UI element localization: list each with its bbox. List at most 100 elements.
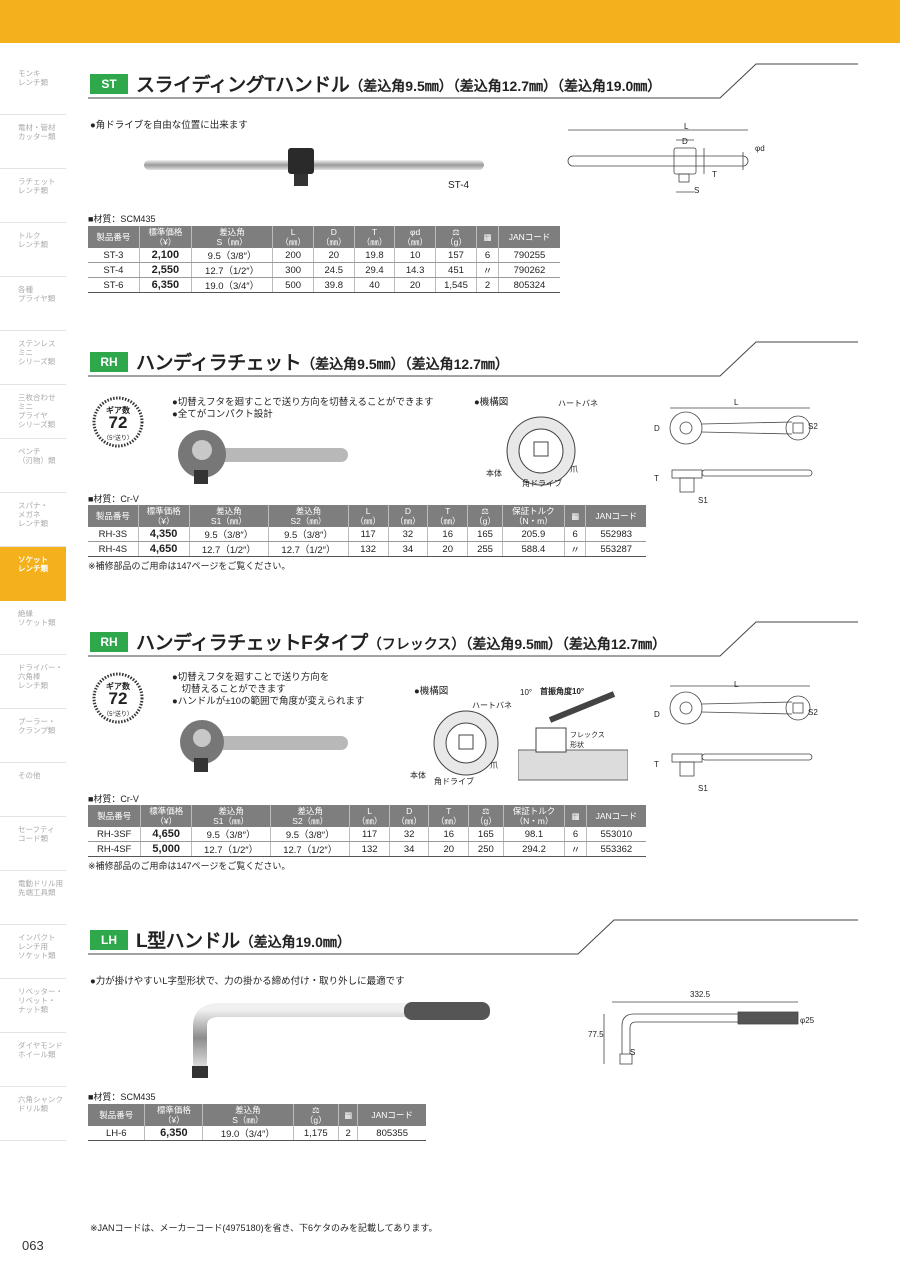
column-header: T （㎜）	[428, 805, 470, 827]
sidebar-item[interactable]: ソケット レンチ類	[0, 547, 66, 601]
label-drive: 角ドライブ	[434, 777, 474, 786]
title-main: ハンディラチェットFタイプ	[136, 633, 368, 654]
sidebar-item[interactable]: リベッター・ リベット・ ナット類	[0, 979, 66, 1033]
title-sub: （差込角9.5㎜）（差込角12.7㎜）	[301, 356, 509, 372]
label-drive: 角ドライブ	[522, 479, 562, 488]
column-header: L （㎜）	[349, 805, 390, 827]
sidebar-item[interactable]: モンキ レンチ類	[0, 61, 66, 115]
column-header: 差込角 S（㎜）	[202, 1104, 294, 1126]
table-cell: 1,545	[435, 277, 477, 293]
sidebar-item[interactable]: 電動ドリル用 先端工具類	[0, 871, 66, 925]
table-cell: 19.0（3/4″）	[202, 1126, 294, 1141]
mechanism-diagram	[433, 710, 499, 776]
label-swing-angle: 首振角度10°	[540, 687, 585, 696]
table-cell: 24.5	[313, 262, 355, 278]
table-cell: 29.4	[354, 262, 396, 278]
sidebar-item[interactable]: トルク レンチ類	[0, 223, 66, 277]
column-header: 標準価格 （¥）	[139, 226, 192, 248]
table-cell: 9.5（3/8″）	[189, 527, 270, 542]
t-handle-photo	[144, 148, 484, 186]
sidebar-item[interactable]: インパクト レンチ用 ソケット類	[0, 925, 66, 979]
category-sidebar: モンキ レンチ類電材・管材 カッター類ラチェット レンチ類トルク レンチ類各種 …	[0, 43, 66, 1272]
dim-D: D	[682, 137, 688, 146]
column-header: φd （㎜）	[394, 226, 436, 248]
section-badge: RH	[90, 632, 128, 652]
column-header: T （㎜）	[354, 226, 396, 248]
column-header: D （㎜）	[389, 805, 430, 827]
column-header: L （㎜）	[272, 226, 314, 248]
sidebar-item[interactable]: プーラー・ クランプ類	[0, 709, 66, 763]
sidebar-item[interactable]: スパナ・ メガネ レンチ類	[0, 493, 66, 547]
gear-label: ギア数	[106, 682, 130, 691]
label-claw: 爪	[490, 761, 498, 770]
column-header: 製品番号	[88, 505, 139, 527]
column-header: 製品番号	[88, 805, 142, 827]
table-cell: 20	[394, 277, 436, 293]
section-rh: RH ハンディラチェット（差込角9.5㎜）（差込角12.7㎜） ギア数 72 （…	[88, 340, 858, 590]
gear-count-badge: ギア数 72 （5°送り）	[92, 396, 144, 448]
column-header: 差込角 S2（㎜）	[268, 505, 349, 527]
table-cell: 12.7（1/2″）	[191, 262, 274, 278]
sidebar-item[interactable]: セーフティ コード類	[0, 817, 66, 871]
header-rule	[88, 621, 858, 657]
column-header: ▦	[338, 1104, 359, 1126]
price-cell: 2,100	[139, 248, 192, 263]
sidebar-item[interactable]: 各種 プライヤ類	[0, 277, 66, 331]
sidebar-item[interactable]: 六角シャンク ドリル類	[0, 1087, 66, 1141]
sidebar-item[interactable]: ステンレス ミニ シリーズ類	[0, 331, 66, 385]
dim-height: 77.5	[588, 1030, 604, 1039]
flex-ratchet-photo	[180, 720, 348, 772]
mechanism-title: ●機構図	[474, 397, 509, 408]
table-cell: 39.8	[313, 277, 355, 293]
sidebar-item[interactable]: ラチェット レンチ類	[0, 169, 66, 223]
table-cell: 9.5（3/8″）	[191, 248, 274, 263]
sidebar-item[interactable]: ダイヤモンド ホイール類	[0, 1033, 66, 1087]
footnote: ※JANコードは、メーカーコード(4975180)を省き、下6ケタのみを記載して…	[90, 1223, 438, 1233]
spec-table-rh: 製品番号標準価格 （¥）差込角 S1（㎜）差込角 S2（㎜）L （㎜）D （㎜）…	[88, 505, 646, 557]
column-header: ▦	[564, 505, 587, 527]
product-code-cell: RH-3SF	[88, 827, 142, 842]
dim-S1: S1	[698, 784, 708, 793]
st-dimension-diagram	[567, 129, 749, 193]
dim-length: 332.5	[690, 990, 711, 999]
dim-T: T	[654, 760, 659, 769]
table-cell: 553362	[586, 841, 646, 857]
column-header: 標準価格 （¥）	[140, 805, 192, 827]
price-cell: 4,650	[140, 827, 192, 842]
feature-bullet: ●全てがコンパクト設計	[172, 409, 273, 420]
sidebar-item[interactable]: 絶縁 ソケット類	[0, 601, 66, 655]
column-header: ▦	[564, 805, 587, 827]
section-title: スライディングTハンドル（差込角9.5㎜）（差込角12.7㎜）（差込角19.0㎜…	[136, 70, 661, 97]
sidebar-item[interactable]: 三枚合わせ ミニ プライヤ シリーズ類	[0, 385, 66, 439]
section-rh-f: RH ハンディラチェットFタイプ（フレックス）（差込角9.5㎜）（差込角12.7…	[88, 620, 858, 871]
price-cell: 4,650	[138, 541, 190, 557]
table-cell: 2	[338, 1126, 359, 1141]
section-title: ハンディラチェット（差込角9.5㎜）（差込角12.7㎜）	[136, 348, 509, 375]
sidebar-item[interactable]: ペンチ （刃物）類	[0, 439, 66, 493]
sidebar-item[interactable]: ドライバー・ 六角棒 レンチ類	[0, 655, 66, 709]
column-header: T （㎜）	[427, 505, 469, 527]
sidebar-item[interactable]: 電材・管材 カッター類	[0, 115, 66, 169]
table-cell: 34	[388, 541, 429, 557]
top-banner	[0, 0, 900, 43]
label-body: 本体	[486, 469, 502, 478]
gear-note: （5°送り）	[103, 436, 133, 442]
table-header-row: 製品番号標準価格 （¥）差込角 S1（㎜）差込角 S2（㎜）L （㎜）D （㎜）…	[88, 505, 646, 527]
table-cell: 16	[428, 827, 470, 842]
flex-diagram	[518, 691, 628, 781]
table-cell: 6	[564, 827, 587, 842]
dim-D: D	[654, 710, 660, 719]
table-cell: 19.8	[354, 248, 396, 263]
table-cell: 300	[272, 262, 314, 278]
dim-phi-d: φd	[755, 144, 765, 153]
dim-S2: S2	[808, 422, 818, 431]
column-header: 標準価格 （¥）	[138, 505, 190, 527]
gear-label: ギア数	[106, 406, 130, 415]
sidebar-item[interactable]: その他	[0, 763, 66, 817]
table-cell: 〃	[564, 841, 587, 857]
table-cell: 12.7（1/2″）	[191, 841, 272, 857]
